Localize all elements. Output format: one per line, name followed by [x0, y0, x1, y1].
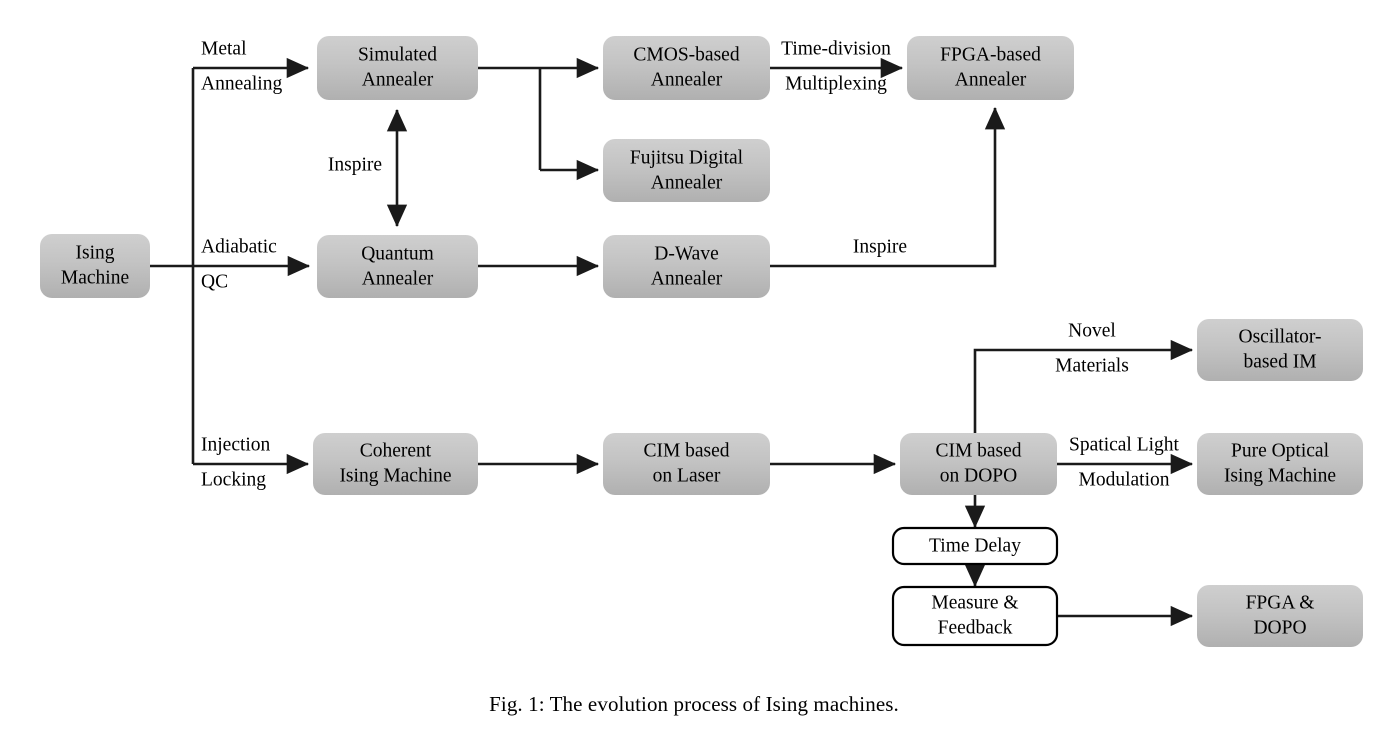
node-ising-machine-line2: Machine — [61, 267, 129, 288]
node-dwave-annealer-line2: Annealer — [651, 268, 723, 289]
edge-label-inspire-vertical-line1: Inspire — [328, 154, 382, 175]
node-pure-optical-im[interactable]: Pure Optical Ising Machine — [1197, 433, 1363, 495]
node-dwave-annealer-line1: D-Wave — [654, 243, 718, 264]
node-oscillator-im-line1: Oscillator- — [1239, 326, 1322, 347]
node-cmos-annealer-line2: Annealer — [651, 69, 723, 90]
edge-label-time-division-multiplexing: Time-division Multiplexing — [781, 38, 891, 94]
edge-label-inspire-dwave-fpga-line1: Inspire — [853, 236, 907, 257]
node-simulated-annealer-line2: Annealer — [362, 69, 434, 90]
node-cim-laser-line1: CIM based — [643, 440, 729, 461]
edge-label-injection-locking-line1: Injection — [201, 434, 271, 455]
node-fpga-dopo-line2: DOPO — [1253, 617, 1306, 638]
edge-label-metal-annealing: Metal Annealing — [201, 38, 282, 94]
node-cim-laser-line2: on Laser — [653, 465, 721, 486]
node-oscillator-im-box — [1197, 319, 1363, 381]
node-cim-dopo-line2: on DOPO — [940, 465, 1017, 486]
node-pure-optical-im-line2: Ising Machine — [1224, 465, 1336, 486]
node-simulated-annealer-line1: Simulated — [358, 44, 437, 65]
edge-label-adiabatic-qc: Adiabatic QC — [201, 236, 277, 292]
node-fujitsu-annealer-line2: Annealer — [651, 172, 723, 193]
node-measure-feedback-line1: Measure & — [931, 592, 1018, 613]
node-fpga-annealer[interactable]: FPGA-based Annealer — [907, 36, 1074, 100]
node-fpga-dopo[interactable]: FPGA & DOPO — [1197, 585, 1363, 647]
edge-label-time-division-multiplexing-line1: Time-division — [781, 38, 891, 59]
edge-label-spatical-light-modulation: Spatical Light Modulation — [1069, 434, 1180, 490]
node-cmos-annealer-line1: CMOS-based — [633, 44, 739, 65]
node-quantum-annealer[interactable]: Quantum Annealer — [317, 235, 478, 298]
figure-caption: Fig. 1: The evolution process of Ising m… — [489, 692, 899, 716]
node-oscillator-im[interactable]: Oscillator- based IM — [1197, 319, 1363, 381]
node-simulated-annealer[interactable]: Simulated Annealer — [317, 36, 478, 100]
node-fujitsu-annealer-line1: Fujitsu Digital — [630, 147, 744, 168]
edge-label-adiabatic-qc-line1: Adiabatic — [201, 236, 277, 257]
edge-label-adiabatic-qc-line2: QC — [201, 271, 228, 292]
node-time-delay-box — [891, 526, 1059, 566]
node-coherent-ising-machine-line1: Coherent — [360, 440, 432, 461]
node-cim-dopo[interactable]: CIM based on DOPO — [900, 433, 1057, 495]
node-measure-feedback-box — [891, 585, 1059, 647]
node-dwave-annealer[interactable]: D-Wave Annealer — [603, 235, 770, 298]
connector-dwave-to-fpga-inspire — [770, 106, 1006, 268]
node-ising-machine[interactable]: Ising Machine — [40, 234, 150, 298]
edge-label-novel-materials-line1: Novel — [1068, 320, 1116, 341]
node-cim-dopo-box — [900, 433, 1057, 495]
node-oscillator-im-line2: based IM — [1243, 351, 1316, 372]
node-cim-laser-box — [603, 433, 770, 495]
node-measure-feedback[interactable]: Measure & Feedback — [891, 585, 1059, 647]
node-fpga-dopo-box — [1197, 585, 1363, 647]
edge-label-novel-materials: Novel Materials — [1055, 320, 1129, 376]
node-cmos-annealer-box — [603, 36, 770, 100]
node-time-delay-line1: Time Delay — [929, 535, 1021, 556]
node-time-delay[interactable]: Time Delay — [891, 526, 1059, 566]
node-ising-machine-line1: Ising — [76, 242, 115, 263]
node-coherent-ising-machine-box — [313, 433, 478, 495]
node-quantum-annealer-box — [317, 235, 478, 298]
edge-label-inspire-dwave-fpga: Inspire — [853, 236, 907, 257]
connector-cim-dopo-to-oscillator-im — [973, 339, 1194, 434]
node-cim-dopo-line1: CIM based — [935, 440, 1021, 461]
edge-label-injection-locking-line2: Locking — [201, 469, 266, 490]
node-measure-feedback-line2: Feedback — [938, 617, 1013, 638]
node-quantum-annealer-line2: Annealer — [362, 268, 434, 289]
edge-label-metal-annealing-line2: Annealing — [201, 73, 282, 94]
node-fpga-annealer-line1: FPGA-based — [940, 44, 1041, 65]
node-fujitsu-annealer-box — [603, 139, 770, 202]
node-fpga-annealer-line2: Annealer — [955, 69, 1027, 90]
edge-label-novel-materials-line2: Materials — [1055, 355, 1129, 376]
edge-label-metal-annealing-line1: Metal — [201, 38, 247, 59]
node-simulated-annealer-box — [317, 36, 478, 100]
node-dwave-annealer-box — [603, 235, 770, 298]
node-coherent-ising-machine-line2: Ising Machine — [339, 465, 451, 486]
node-pure-optical-im-line1: Pure Optical — [1231, 440, 1330, 461]
node-quantum-annealer-line1: Quantum — [361, 243, 434, 264]
node-fpga-annealer-box — [907, 36, 1074, 100]
node-cmos-annealer[interactable]: CMOS-based Annealer — [603, 36, 770, 100]
edge-label-inspire-vertical: Inspire — [328, 154, 382, 175]
edge-label-injection-locking: Injection Locking — [201, 434, 271, 490]
node-fpga-dopo-line1: FPGA & — [1246, 592, 1315, 613]
node-pure-optical-im-box — [1197, 433, 1363, 495]
node-coherent-ising-machine[interactable]: Coherent Ising Machine — [313, 433, 478, 495]
node-cim-laser[interactable]: CIM based on Laser — [603, 433, 770, 495]
edge-label-spatical-light-modulation-line2: Modulation — [1079, 469, 1170, 490]
edge-label-spatical-light-modulation-line1: Spatical Light — [1069, 434, 1180, 455]
edge-label-time-division-multiplexing-line2: Multiplexing — [785, 73, 887, 94]
node-ising-machine-box — [40, 234, 150, 298]
node-fujitsu-annealer[interactable]: Fujitsu Digital Annealer — [603, 139, 770, 202]
